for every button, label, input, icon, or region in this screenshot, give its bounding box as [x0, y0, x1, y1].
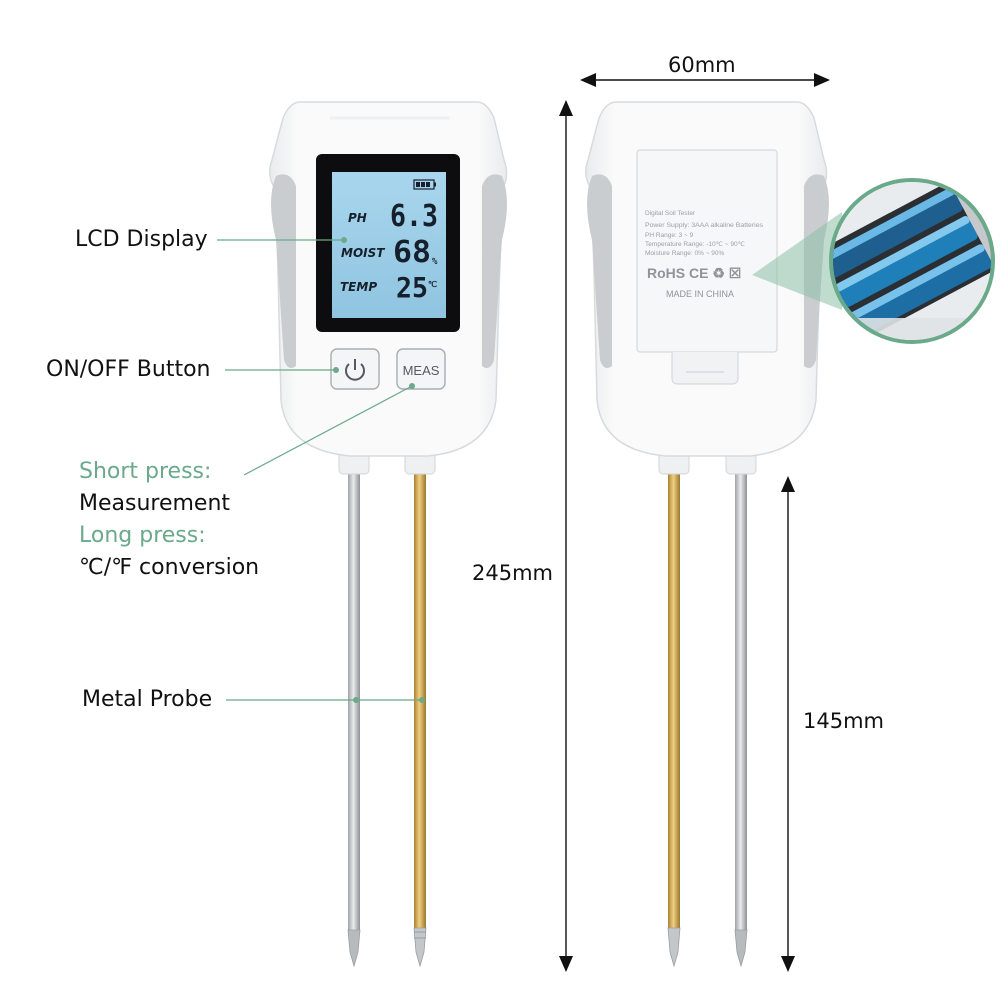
dimension-lines	[559, 73, 830, 972]
probe-length-dimension: 145mm	[803, 709, 884, 733]
power-icon	[345, 359, 365, 381]
battery-1	[833, 188, 963, 279]
gold-probe-back	[668, 470, 680, 930]
lcd-temp-value: 25	[396, 271, 428, 304]
lcd-moist-unit: %	[432, 257, 438, 267]
battery-callout	[752, 178, 995, 344]
height-dimension: 245mm	[472, 561, 553, 585]
metal-probe-label: Metal Probe	[82, 687, 213, 712]
back-label-line1: Digital Soil Tester	[645, 210, 696, 217]
back-label-line2: Power Supply: 3AAA alkaline Batteries	[645, 222, 764, 229]
long-press-label: Long press:	[79, 523, 206, 548]
back-label-marks: RoHS CE ♻ ☒	[647, 265, 741, 281]
short-press-label: Short press:	[79, 459, 212, 484]
lcd-ph-value: 6.3	[390, 199, 438, 234]
lcd-moist-value: 68	[393, 235, 431, 270]
back-label-line5: Moisture Range: 0% ~ 90%	[645, 250, 725, 257]
meas-button[interactable]: MEAS	[396, 348, 446, 390]
back-label-made-in: MADE IN CHINA	[666, 289, 734, 299]
meas-button-label: MEAS	[403, 363, 440, 378]
lcd-screen	[332, 172, 446, 318]
leader-lines	[217, 237, 425, 703]
back-label-line4: Temperature Range: -10℃ ~ 90℃	[645, 241, 746, 248]
measurement-label: Measurement	[79, 491, 231, 516]
lcd-temp-label: TEMP	[340, 280, 377, 294]
lcd-display-label: LCD Display	[75, 227, 208, 252]
power-button[interactable]	[330, 348, 380, 390]
back-device: Digital Soil Tester Power Supply: 3AAA a…	[585, 101, 829, 968]
lcd-temp-unit: ℃	[428, 280, 437, 289]
width-dimension: 60mm	[668, 53, 736, 77]
on-off-button-label: ON/OFF Button	[46, 357, 211, 382]
lcd-ph-label: PH	[348, 211, 367, 225]
battery-3	[850, 244, 991, 336]
lcd-moist-label: MOIST	[341, 246, 385, 260]
conversion-label: ℃/℉ conversion	[79, 555, 260, 580]
back-label-line3: PH Range: 3 ~ 9	[645, 232, 694, 239]
front-device: PH 6.3 MOIST 68 % TEMP 25 ℃ MEAS	[269, 101, 508, 968]
battery-2	[835, 216, 978, 307]
silver-probe-back	[735, 470, 747, 930]
